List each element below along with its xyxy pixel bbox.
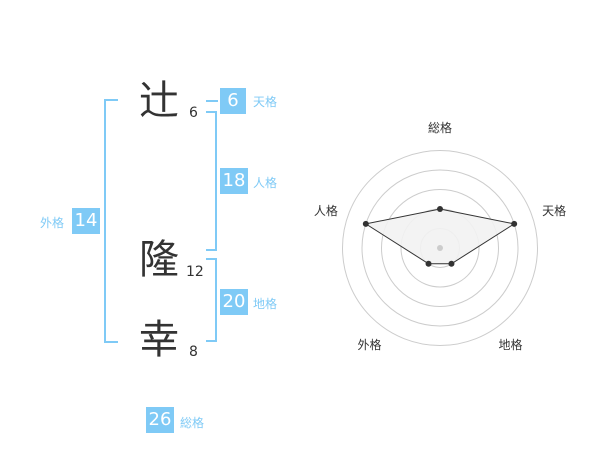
- soukaku-label: 総格: [180, 416, 205, 430]
- chikaku-bracket: [206, 258, 217, 342]
- name-char-2: 隆: [139, 237, 179, 283]
- radar-grid-ring-4: [361, 169, 519, 327]
- name-char-3: 幸: [139, 317, 179, 363]
- radar-point-1: [437, 206, 443, 212]
- name-char-1: 辻: [139, 78, 179, 124]
- jinkaku-bracket: [206, 111, 217, 251]
- tenkaku-bracket-tick: [206, 100, 218, 102]
- stroke-count-3: 8: [189, 344, 198, 360]
- radar-axis-label-5: 人格: [314, 203, 338, 218]
- gaikaku-value: 14: [72, 208, 100, 234]
- radar-axis-label-4: 外格: [357, 337, 381, 352]
- jinkaku-value: 18: [220, 168, 248, 194]
- gaikaku-label: 外格: [40, 216, 65, 230]
- stroke-count-2: 12: [186, 264, 204, 280]
- radar-axis-label-2: 天格: [542, 203, 566, 218]
- radar-axis-label-3: 地格: [499, 337, 523, 352]
- jinkaku-label: 人格: [253, 176, 278, 190]
- stroke-count-1: 6: [189, 105, 198, 121]
- radar-point-3: [448, 260, 455, 267]
- tenkaku-label: 天格: [253, 95, 278, 109]
- radar-point-2: [511, 220, 518, 227]
- radar-point-5: [362, 220, 369, 227]
- radar-grid-ring-5: [342, 150, 538, 346]
- gaikaku-bracket: [104, 99, 118, 343]
- soukaku-value: 26: [146, 407, 174, 433]
- radar-point-4: [425, 260, 432, 267]
- radar-axis-label-1: 総格: [428, 120, 452, 135]
- radar-center-dot: [437, 245, 443, 251]
- chikaku-value: 20: [220, 289, 248, 315]
- tenkaku-value: 6: [220, 88, 246, 114]
- radar-grid-ring-3: [381, 189, 499, 307]
- radar-series-area: [364, 208, 516, 265]
- chikaku-label: 地格: [253, 297, 278, 311]
